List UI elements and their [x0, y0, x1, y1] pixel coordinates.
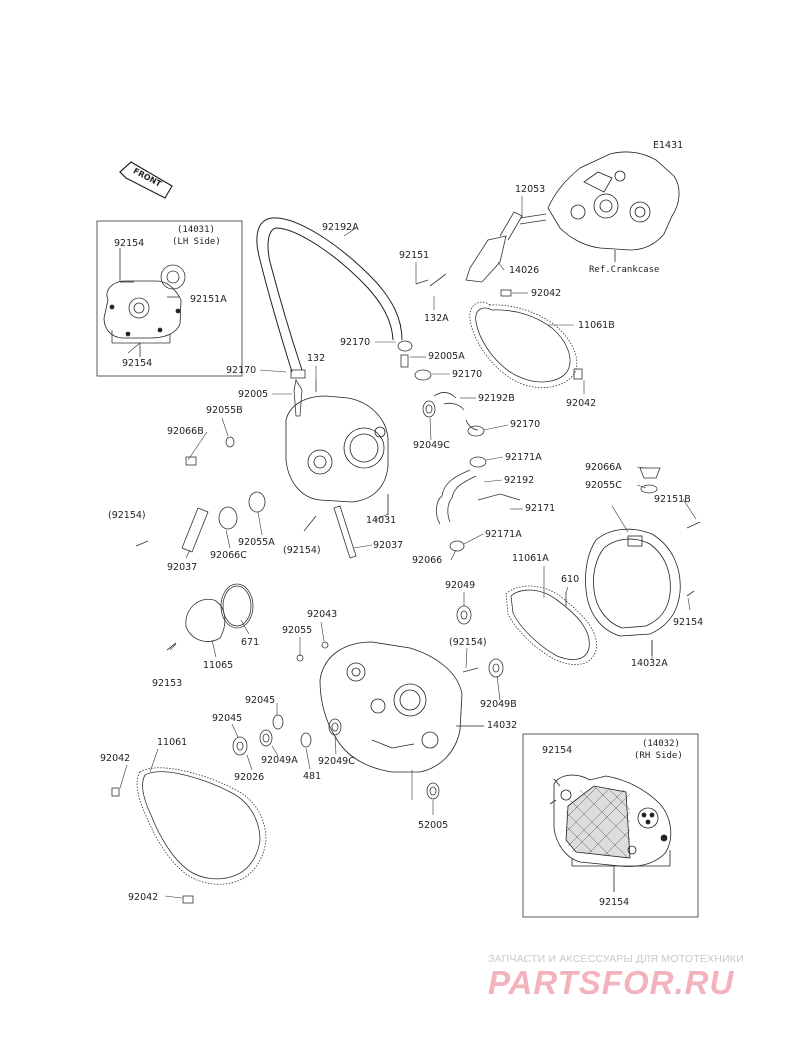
part-92171a-a: 92171A: [505, 452, 542, 463]
part-92005a: 92005A: [428, 351, 465, 362]
hose-92192a: [256, 217, 403, 373]
part-14026: 14026: [509, 265, 540, 276]
part-92045-b: 92045: [212, 713, 243, 724]
part-481: 481: [303, 771, 322, 782]
part-92171: 92171: [525, 503, 556, 514]
part-92066c: 92066C: [210, 550, 247, 561]
part-92042-a: 92042: [531, 288, 562, 299]
part-92192b: 92192B: [478, 393, 515, 404]
breather-assembly: [415, 211, 547, 287]
inset-lh-side: (LH Side): [172, 237, 221, 247]
inset-rh-label-b: 92154: [599, 897, 630, 908]
part-132: 132: [307, 353, 326, 364]
part-92192: 92192: [504, 475, 535, 486]
part-52005: 52005: [418, 820, 449, 831]
part-92049a: 92049A: [261, 755, 298, 766]
part-92154-c: 92154: [673, 617, 704, 628]
rh-cover-thumbnail: [549, 774, 672, 892]
part-92066a: 92066A: [585, 462, 622, 473]
part-14032a: 14032A: [631, 658, 668, 669]
part-92154-a: (92154): [108, 510, 146, 521]
part-92049c-a: 92049C: [413, 440, 450, 451]
part-11061b: 11061B: [578, 320, 615, 331]
inset-rh-label-a: 92154: [542, 745, 573, 756]
inset-lh-label-b: 92151A: [190, 294, 227, 305]
inset-lh-box: [96, 220, 243, 377]
part-92151b: 92151B: [654, 494, 691, 505]
part-92066: 92066: [412, 555, 443, 566]
gasket-11061b: [469, 289, 583, 388]
inset-rh-side: (RH Side): [634, 751, 683, 761]
part-92049b: 92049B: [480, 699, 517, 710]
part-92037-b: 92037: [167, 562, 198, 573]
part-92154-d: (92154): [449, 637, 487, 648]
part-11061: 11061: [157, 737, 188, 748]
part-92171a-b: 92171A: [485, 529, 522, 540]
part-92037-a: 92037: [373, 540, 404, 551]
front-arrow-icon: [119, 161, 173, 199]
part-11061a: 11061A: [512, 553, 549, 564]
inset-rh-part: (14032): [642, 739, 680, 749]
part-671: 671: [241, 637, 260, 648]
watermark-tagline: ЗАПЧАСТИ И АКСЕССУАРЫ ДЛЯ МОТОТЕХНИКИ: [488, 953, 744, 965]
part-92042-b: 92042: [566, 398, 597, 409]
clutch-cover-14032a: [585, 528, 681, 656]
part-14031: 14031: [366, 515, 397, 526]
gasket-11061: [111, 767, 267, 904]
part-11065: 11065: [203, 660, 234, 671]
crankcase-reference: [547, 151, 680, 262]
part-14032: 14032: [487, 720, 518, 731]
inset-lh-part: (14031): [177, 225, 215, 235]
part-92055: 92055: [282, 625, 313, 636]
diagram-code: E1431: [653, 140, 684, 151]
leader-lines: [119, 196, 697, 899]
part-92153: 92153: [152, 678, 183, 689]
part-12053: 12053: [515, 184, 546, 195]
lh-cover-thumbnail: [103, 248, 186, 357]
inset-lh-label-c: 92154: [122, 358, 153, 369]
part-92005: 92005: [238, 389, 269, 400]
gasket-11061a: [505, 585, 597, 665]
part-132a: 132A: [424, 313, 449, 324]
small-parts: [135, 340, 701, 800]
ref-crankcase-label: Ref.Crankcase: [589, 265, 660, 275]
part-92042-d: 92042: [128, 892, 159, 903]
part-92192a: 92192A: [322, 222, 359, 233]
inset-lh-label-a: 92154: [114, 238, 145, 249]
part-92049c-b: 92049C: [318, 756, 355, 767]
part-92055c: 92055C: [585, 480, 622, 491]
watermark-logo: PARTSFOR.RU: [488, 964, 735, 1001]
part-92170-a: 92170: [340, 337, 371, 348]
part-92042-c: 92042: [100, 753, 131, 764]
part-92026: 92026: [234, 772, 265, 783]
part-92170-d: 92170: [510, 419, 541, 430]
part-92049: 92049: [445, 580, 476, 591]
part-92066b: 92066B: [167, 426, 204, 437]
cover-14032: [319, 641, 484, 773]
cover-14031: [285, 395, 389, 515]
part-92043: 92043: [307, 609, 338, 620]
part-92170-b: 92170: [452, 369, 483, 380]
inset-rh-box: [522, 733, 699, 918]
part-92154-b: (92154): [283, 545, 321, 556]
part-610: 610: [561, 574, 580, 585]
part-92055a: 92055A: [238, 537, 275, 548]
part-92045-a: 92045: [245, 695, 276, 706]
part-92055b: 92055B: [206, 405, 243, 416]
part-92170-c: 92170: [226, 365, 257, 376]
part-92151: 92151: [399, 250, 430, 261]
